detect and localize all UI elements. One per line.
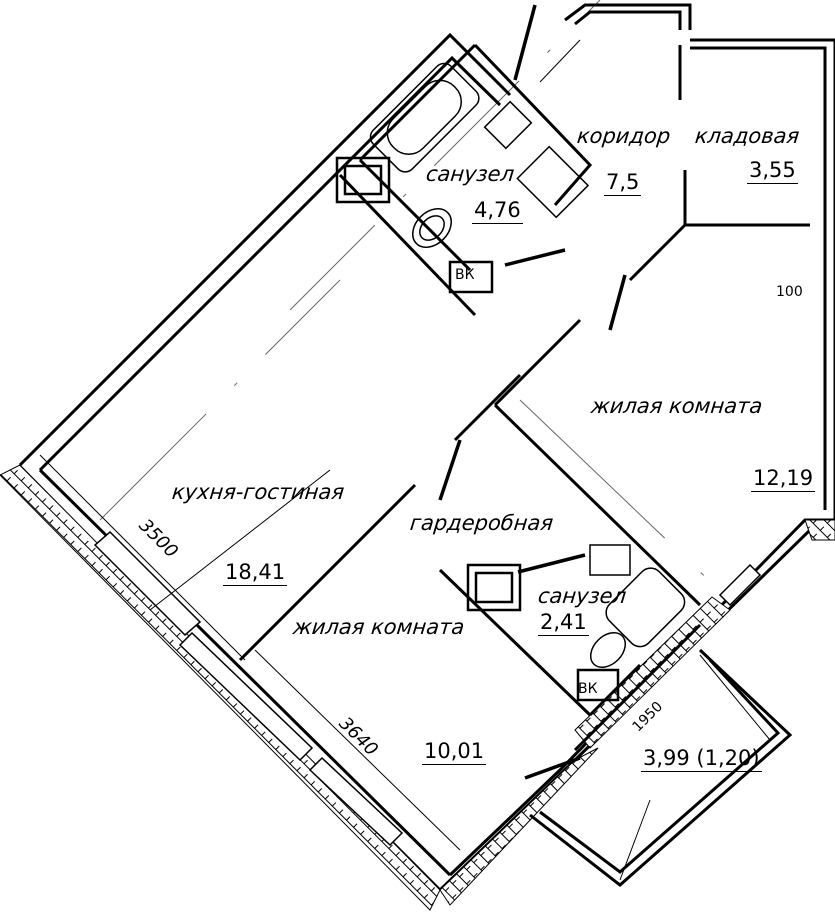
room-area-storage: 3,55: [747, 158, 798, 184]
guide-lines: [39, 0, 771, 881]
room-area-corridor: 7,5: [604, 170, 642, 196]
room-name-wardrobe: гардеробная: [408, 511, 555, 535]
room-area-bathroom-small: 2,41: [538, 610, 589, 636]
room-name-corridor: коридор: [575, 124, 672, 148]
room-name-bedroom-bottom: жилая комната: [291, 615, 466, 639]
fixtures-small-bathroom: [589, 544, 686, 669]
windows: [93, 530, 762, 847]
room-area-bedroom-right: 12,19: [751, 466, 816, 492]
bathtub-top: [369, 62, 590, 219]
vk-label-bottom: ВК: [578, 681, 598, 697]
room-area-bathroom-top: 4,76: [472, 198, 523, 224]
room-name-bathroom-top: санузел: [424, 162, 516, 186]
room-area-kitchen-living: 18,41: [223, 560, 288, 586]
room-name-bathroom-small: санузел: [536, 584, 628, 608]
toilet-top: [412, 208, 452, 248]
room-area-balcony: 3,99 (1,20): [641, 746, 762, 772]
vk-label-top: ВК: [455, 267, 475, 283]
room-name-storage: кладовая: [693, 124, 801, 148]
shafts: [335, 156, 620, 702]
doors: [438, 4, 627, 780]
room-area-bedroom-bottom: 10,01: [422, 739, 487, 765]
room-name-bedroom-right: жилая комната: [589, 394, 764, 418]
room-name-kitchen-living: кухня-гостиная: [170, 480, 346, 504]
wall-thickness-label: 100: [776, 284, 803, 300]
